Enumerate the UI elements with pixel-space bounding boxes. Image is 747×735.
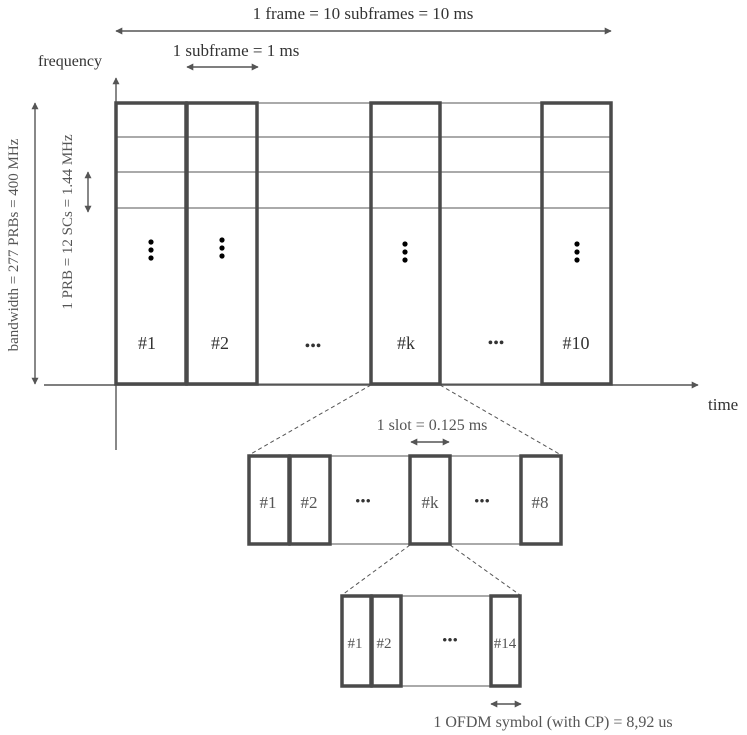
frame-outline (115, 102, 612, 385)
ofdm-symbol-label: 1 OFDM symbol (with CP) = 8,92 us (433, 714, 672, 731)
symbol-box-14 (489, 594, 522, 688)
vertical-ellipsis (402, 241, 408, 263)
zoom-line (341, 544, 411, 596)
subframe-length-label: 1 subframe = 1 ms (173, 41, 300, 60)
slot-ellipsis: ••• (355, 494, 371, 510)
symbol-label-2: #2 (377, 636, 392, 652)
frequency-axis-label: frequency (38, 53, 102, 70)
subframe-ellipsis: ••• (488, 335, 505, 352)
zoom-line (449, 544, 521, 596)
slot-box-8 (519, 454, 563, 546)
vertical-ellipsis (574, 241, 580, 263)
subframe-label-2: #2 (211, 333, 229, 353)
zoom-line (248, 384, 372, 456)
slot-label-k: #k (422, 493, 440, 512)
slot-row-outline (248, 455, 562, 545)
vertical-ellipsis (148, 239, 154, 261)
subframe-box-10 (540, 101, 613, 386)
frame-length-label: 1 frame = 10 subframes = 10 ms (253, 4, 474, 23)
symbol-ellipsis: ••• (442, 633, 458, 649)
slot-label-2: #2 (301, 493, 318, 512)
zoom-line (439, 384, 562, 456)
slot-length-label: 1 slot = 0.125 ms (377, 417, 488, 434)
slot-box-2 (288, 454, 332, 546)
subframe-ellipsis: ••• (305, 338, 322, 355)
prb-label: 1 PRB = 12 SCs = 1.44 MHz (60, 134, 76, 310)
symbol-label-14: #14 (494, 636, 517, 652)
symbol-box-2 (370, 594, 403, 688)
slot-box-k (408, 454, 452, 546)
bandwidth-label: bandwidth = 277 PRBs = 400 MHz (6, 138, 22, 351)
subframe-label-10: #10 (563, 333, 590, 353)
subframe-label-k: #k (397, 333, 415, 353)
vertical-ellipsis (219, 237, 225, 259)
subframe-box-2 (185, 101, 259, 386)
slot-ellipsis: ••• (474, 494, 490, 510)
time-axis-label: time (708, 395, 738, 414)
symbol-label-1: #1 (348, 636, 363, 652)
subframe-label-1: #1 (138, 333, 156, 353)
slot-label-1: #1 (260, 493, 277, 512)
slot-label-8: #8 (532, 493, 549, 512)
subframe-box-k (369, 101, 442, 386)
